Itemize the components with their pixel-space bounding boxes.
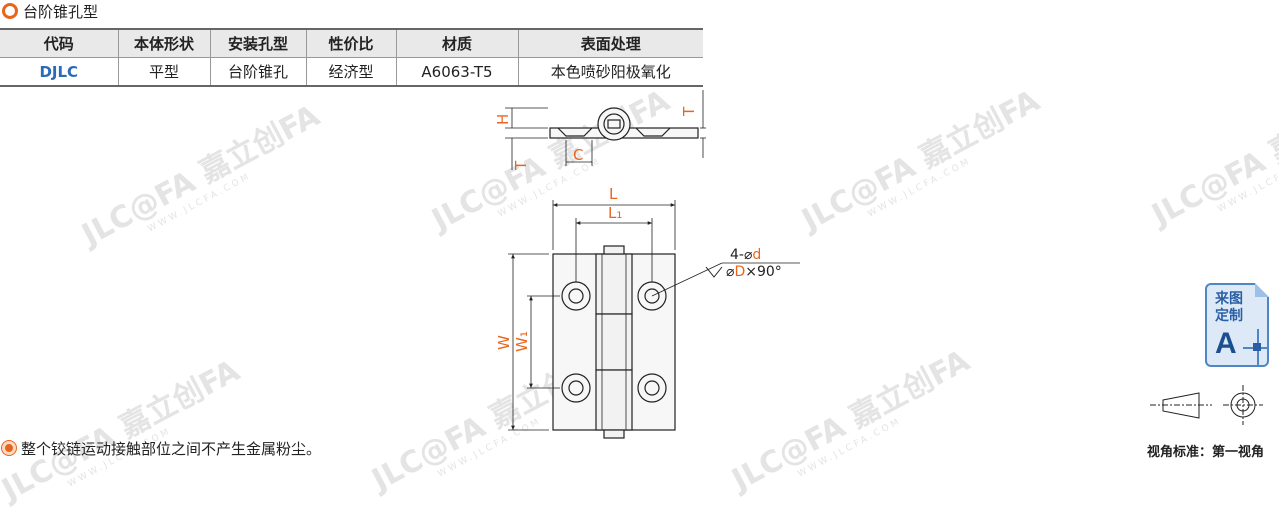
section-title: 台阶锥孔型 [2, 0, 98, 22]
knuckle-bottom [595, 369, 633, 431]
hinge-drawing: H T T C L L₁ W W₁ 4-⌀d ⌀D×90° [494, 90, 1263, 439]
note-bullet-icon [2, 441, 16, 455]
hole-outer [561, 373, 591, 403]
table-row: DJLC 平型 台阶锥孔 经济型 A6063-T5 本色喷砂阳极氧化 [0, 57, 703, 87]
table-header-row: 代码 本体形状 安装孔型 性价比 材质 表面处理 [0, 28, 703, 58]
badge-square-icon [1253, 343, 1261, 351]
col-header: 材质 [395, 28, 519, 58]
section-bullet-icon [2, 3, 18, 19]
note: 整个铰链运动接触部位之间不产生金属粉尘。 [2, 438, 321, 458]
hole-inner [568, 288, 584, 304]
cell-code[interactable]: DJLC [0, 57, 119, 87]
dim-label-l1: L₁ [608, 204, 622, 222]
pin-head-bottom [603, 429, 625, 439]
hole-inner [568, 380, 584, 396]
callout-hole-d: d [752, 247, 761, 263]
badge-fold-icon [1255, 283, 1269, 297]
side-pin-slot [607, 119, 621, 129]
section-title-text: 台阶锥孔型 [23, 2, 99, 21]
custom-drawing-badge[interactable]: 来图 定制 A [1205, 283, 1269, 367]
col-header: 本体形状 [117, 28, 211, 58]
cell-hole-type: 台阶锥孔 [209, 57, 307, 87]
side-knuckle [597, 107, 631, 141]
svg-text:⌀D×90°: ⌀D×90° [726, 264, 782, 280]
dim-label-w1: W₁ [513, 331, 531, 352]
dim-label-c: C [573, 146, 583, 164]
knuckle-top [595, 253, 633, 315]
cell-surface: 本色喷砂阳极氧化 [517, 57, 703, 87]
dim-label-t-top: T [680, 106, 698, 117]
side-countersink-left [557, 127, 593, 137]
dim-label-l: L [609, 185, 618, 203]
hole-inner [644, 380, 660, 396]
callout-csk-prefix: ⌀ [726, 264, 735, 280]
callout-csk-D: D [734, 264, 745, 280]
hole-callout: 4-⌀d ⌀D×90° [726, 247, 782, 280]
front-view [508, 200, 800, 439]
leader-line [651, 262, 723, 297]
badge-text: 来图 定制 [1215, 291, 1243, 324]
badge-letter: A [1215, 327, 1237, 360]
first-angle-projection-icon [1150, 385, 1263, 425]
cell-material: A6063-T5 [395, 57, 519, 87]
dim-label-t-left: T [512, 160, 530, 171]
side-view [505, 90, 706, 170]
hole-outer [637, 373, 667, 403]
side-pin [603, 113, 625, 135]
pin-head-top [603, 245, 625, 255]
note-text: 整个铰链运动接触部位之间不产生金属粉尘。 [21, 439, 322, 458]
col-header: 代码 [0, 28, 119, 58]
cell-body-shape: 平型 [117, 57, 211, 87]
dim-label-h: H [494, 114, 512, 125]
hole-inner [644, 288, 660, 304]
callout-csk-suffix: ×90° [745, 264, 782, 280]
side-countersink-right [635, 127, 671, 137]
knuckle-middle [595, 313, 633, 371]
callout-hole-prefix: 4-⌀ [730, 247, 753, 263]
col-header: 表面处理 [517, 28, 703, 58]
dim-labels: H T T C L L₁ W W₁ [494, 106, 698, 352]
view-standard-label: 视角标准：第一视角 [1147, 445, 1265, 460]
svg-text:4-⌀d: 4-⌀d [730, 247, 761, 263]
spec-table: 代码 本体形状 安装孔型 性价比 材质 表面处理 DJLC 平型 台阶锥孔 经济… [0, 28, 703, 87]
dim-label-w: W [495, 335, 513, 350]
